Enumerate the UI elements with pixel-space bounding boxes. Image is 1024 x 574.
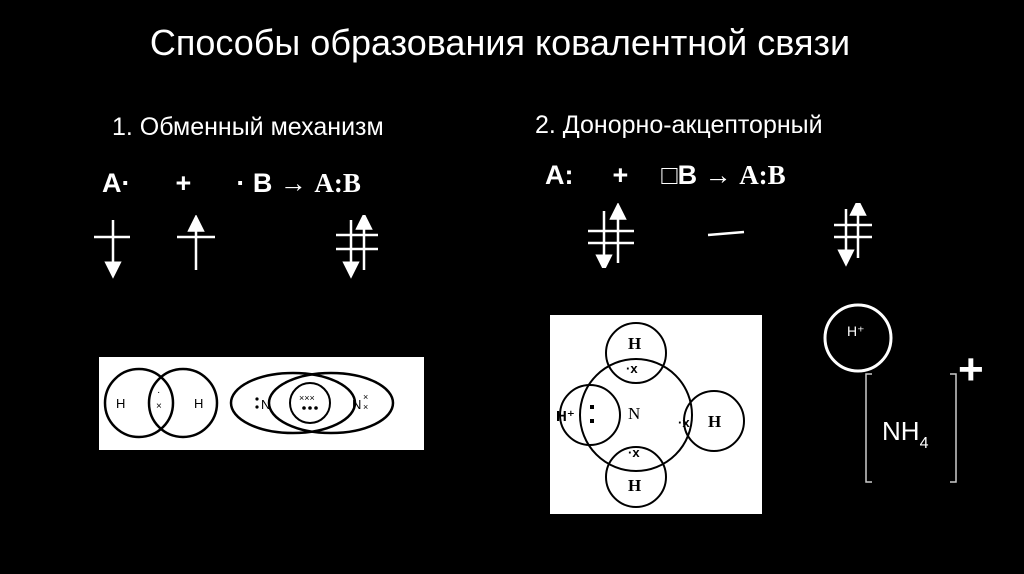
orbital-down-spin-icon [94,220,130,279]
svg-text:·: · [157,387,160,398]
orbital-paired-icon [336,215,378,279]
h2-overlap-diagram: H H · × [103,367,219,439]
exchange-equation: A· + · B → A:B [102,168,361,199]
svg-text:×: × [156,401,162,412]
eq-donor-atom: A: [545,160,574,190]
h2-right-label: H [194,396,203,411]
svg-text:·x: ·x [678,415,690,430]
nh4-left-proton-label: H⁺ [556,408,575,425]
eq-arrow: → [704,160,732,190]
nh4-right-h-label: H [708,412,721,431]
donor-orbital-diagram [588,203,872,268]
proton-label: H⁺ [847,323,865,339]
eq-arrow: → [279,168,307,198]
eq-result: A:B [739,160,786,190]
eq-atom-b: · B [236,168,273,198]
nh4-formation-panel: H ·x N ·x H ·x H H⁺ [550,315,762,514]
svg-text:×: × [363,402,368,412]
nh4-bottom-h-label: H [628,476,641,495]
bond-paired-orbital-icon [834,203,872,267]
eq-plus: + [612,160,629,190]
donor-heading: 2. Донорно-акцепторный [535,111,823,139]
proton-circle [823,303,893,373]
svg-text:·x: ·x [626,361,638,376]
n2-overlap-diagram: N N ××× × × [229,371,395,435]
venn-panel: H H · × N N ××× × × [99,357,424,450]
eq-acceptor-atom: □B [661,160,698,190]
donor-equation: A: + □B → A:B [545,160,786,191]
exchange-heading: 1. Обменный механизм [112,113,384,141]
n2-right-label: N [352,397,361,412]
eq-atom-a: A· [102,168,131,198]
nh4-ion-illustration: H⁺ NH4 + [823,303,984,483]
eq-result: A:B [314,168,361,198]
ion-charge-label: + [958,345,984,394]
donor-paired-orbital-icon [588,203,634,268]
page-title: Способы образования ковалентной связи [149,22,851,63]
exchange-orbital-diagram [94,215,378,279]
svg-text:×××: ××× [299,393,315,403]
h2-left-label: H [116,396,125,411]
eq-plus: + [175,168,192,198]
nh4-top-h-label: H [628,334,641,353]
svg-text:·x: ·x [628,445,640,460]
n2-left-label: N [261,397,270,412]
orbital-up-spin-icon [177,215,215,270]
ammonium-label: NH4 [882,416,929,452]
nh4-center-n-label: N [628,404,640,423]
svg-text:×: × [363,392,368,402]
empty-orbital-icon [707,230,745,237]
